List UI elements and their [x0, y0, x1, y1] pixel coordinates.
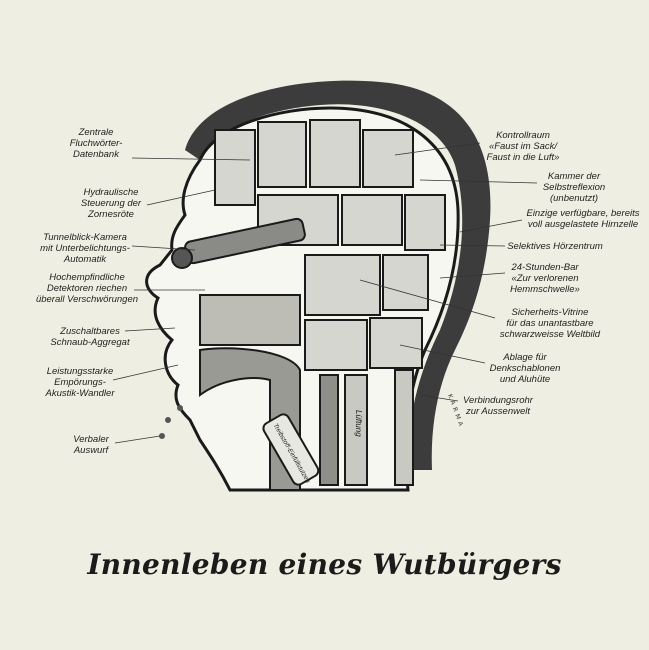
label-line: überall Verschwörungen: [35, 294, 139, 305]
label-line: zur Aussenwelt: [465, 406, 531, 417]
label-line: 24-Stunden-Bar: [511, 262, 579, 273]
label-line: Verbindungsrohr: [463, 395, 533, 406]
camera-icon: [171, 217, 306, 269]
label-line: «Zur verlorenen: [511, 273, 579, 284]
pipes: [319, 369, 414, 486]
label-line: Selektives Hörzentrum: [507, 241, 603, 252]
label-line: Denkschablonen: [489, 363, 561, 374]
label-line: Schnaub-Aggregat: [50, 337, 130, 348]
label-line: Einzige verfügbare, bereits: [526, 208, 640, 219]
label-line: Datenbank: [73, 149, 119, 160]
page-title: Innenleben eines Wutbürgers: [87, 548, 562, 581]
label-line: Fluchwörter-: [69, 138, 123, 149]
label-line: Selbstreflexion: [542, 182, 606, 193]
brain-rooms: [199, 119, 446, 371]
label-line: Hemmschwelle»: [510, 284, 580, 295]
label-line: Empörungs-: [54, 377, 106, 388]
label-line: Kammer der: [547, 171, 601, 182]
label-line: Hochempfindliche: [49, 272, 125, 283]
label-line: Verbaler: [73, 434, 109, 445]
verbal-spit: [159, 405, 183, 439]
throat: [199, 347, 301, 491]
label-line: Tunnelblick-Kamera: [43, 232, 127, 243]
label-line: Faust in die Luft»: [486, 152, 560, 163]
label-line: und Aluhüte: [499, 374, 551, 385]
label-line: Zentrale: [78, 127, 114, 138]
label-line: Auswurf: [73, 445, 109, 456]
label-line: mit Unterbelichtungs-: [40, 243, 130, 254]
label-line: Zuschaltbares: [60, 326, 120, 337]
label-line: voll ausgelastete Hirnzelle: [527, 219, 639, 230]
label-line: Sicherheits-Vitrine: [511, 307, 589, 318]
label-line: schwarzweisse Weltbild: [499, 329, 601, 340]
label-line: Kontrollraum: [496, 130, 550, 141]
leader-lines: [112, 142, 538, 444]
label-line: Akustik-Wandler: [45, 388, 115, 399]
label-line: Hydraulische: [83, 187, 139, 198]
label-line: «Faust im Sack/: [488, 141, 558, 152]
label-line: (unbenutzt): [549, 193, 599, 204]
label-line: Steuerung der: [80, 198, 142, 209]
label-line: Zornesröte: [88, 209, 134, 220]
pipe-label: Lüftung: [354, 410, 363, 437]
label-hoerzentrum: Selektives Hörzentrum: [505, 241, 605, 252]
label-line: Ablage für: [503, 352, 547, 363]
hair: [185, 80, 491, 471]
label-line: Detektoren riechen: [46, 283, 128, 294]
label-line: für das unantastbare: [506, 318, 594, 329]
label-kontrollraum: Kontrollraum«Faust im Sack/Faust in die …: [478, 130, 568, 163]
label-line: Automatik: [63, 254, 107, 265]
label-line: Leistungsstarke: [46, 366, 114, 377]
